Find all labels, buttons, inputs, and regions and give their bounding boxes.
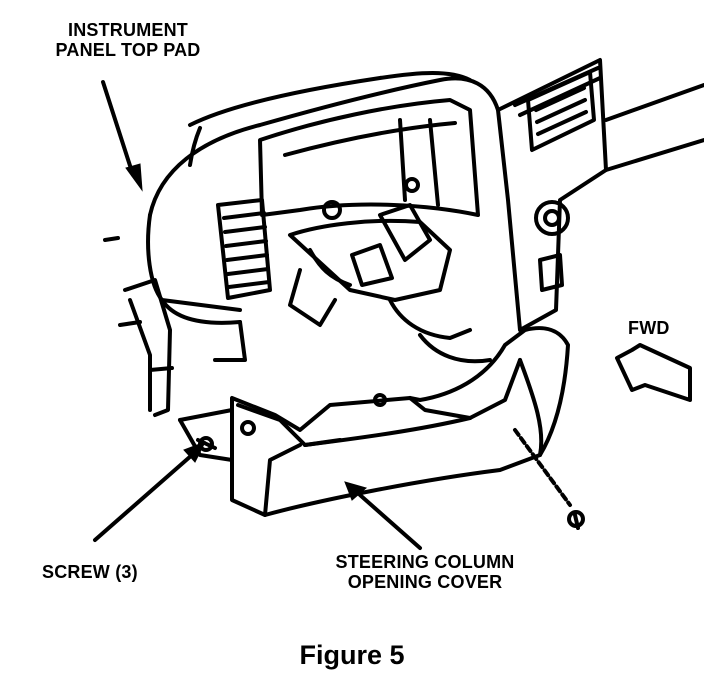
left-bracket-shape bbox=[103, 236, 174, 417]
left-air-vent-shape bbox=[216, 198, 272, 300]
instrument-panel-top-pad-shape bbox=[146, 71, 500, 362]
screw-leader-arrow bbox=[93, 441, 207, 542]
label-line-1: STEERING COLUMN bbox=[335, 552, 515, 572]
label-screw: SCREW (3) bbox=[42, 562, 138, 582]
label-instrument-panel-top-pad: INSTRUMENT PANEL TOP PAD bbox=[38, 20, 218, 60]
steering-column-opening-cover-shape bbox=[178, 326, 570, 517]
steering-column-area-shape bbox=[288, 177, 492, 364]
screw-shapes bbox=[196, 428, 585, 530]
figure-caption: Figure 5 bbox=[299, 640, 405, 670]
forward-direction-arrow bbox=[615, 343, 692, 402]
label-line-2: OPENING COVER bbox=[347, 572, 503, 592]
top-pad-leader-arrow bbox=[101, 80, 143, 192]
label-line-1: INSTRUMENT bbox=[68, 20, 188, 40]
cover-leader-arrow bbox=[344, 481, 422, 550]
center-stack-shape bbox=[496, 58, 704, 332]
label-steering-column-opening-cover: STEERING COLUMN OPENING COVER bbox=[300, 552, 550, 592]
label-line-2: PANEL TOP PAD bbox=[55, 40, 201, 60]
label-fwd: FWD bbox=[628, 318, 670, 338]
